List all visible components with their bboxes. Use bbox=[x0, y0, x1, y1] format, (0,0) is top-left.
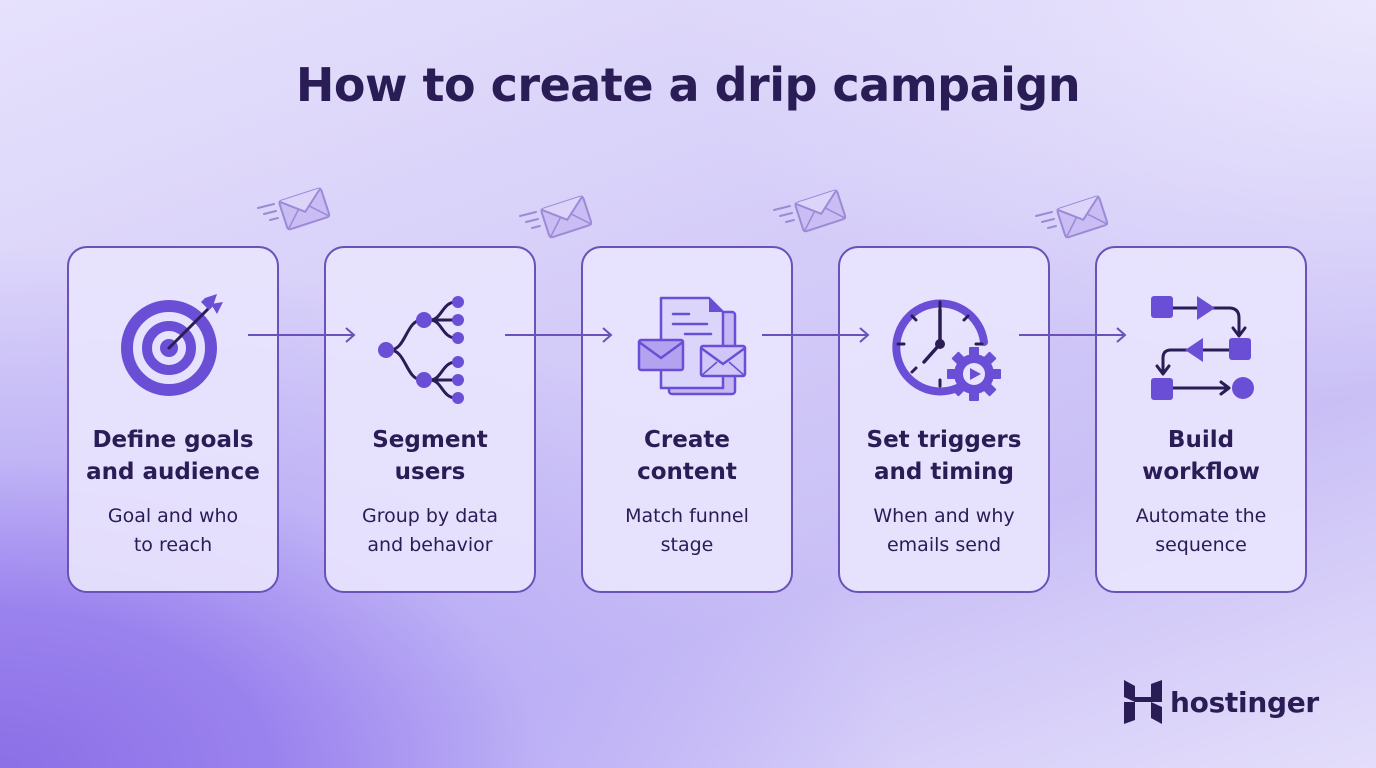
hostinger-logo: hostinger bbox=[1124, 680, 1319, 724]
page-title: How to create a drip campaign bbox=[295, 58, 1081, 112]
connector-arrow-icon bbox=[248, 327, 356, 343]
flying-envelope-icon bbox=[1035, 195, 1109, 239]
brand-name: hostinger bbox=[1170, 685, 1319, 719]
workflow-icon bbox=[1151, 296, 1254, 400]
hostinger-h-logo-icon bbox=[1124, 680, 1162, 724]
clock-gear-icon bbox=[892, 299, 1001, 401]
flying-envelope-icon bbox=[257, 187, 331, 231]
connector-arrow-icon bbox=[762, 327, 870, 343]
flying-envelope-icon bbox=[773, 189, 847, 233]
connector-arrow-icon bbox=[505, 327, 613, 343]
connector-arrow-icon bbox=[1019, 327, 1127, 343]
flying-envelope-icon bbox=[519, 195, 593, 239]
segment-tree-icon bbox=[378, 296, 464, 404]
document-emails-icon bbox=[637, 296, 747, 396]
target-icon bbox=[121, 294, 223, 396]
